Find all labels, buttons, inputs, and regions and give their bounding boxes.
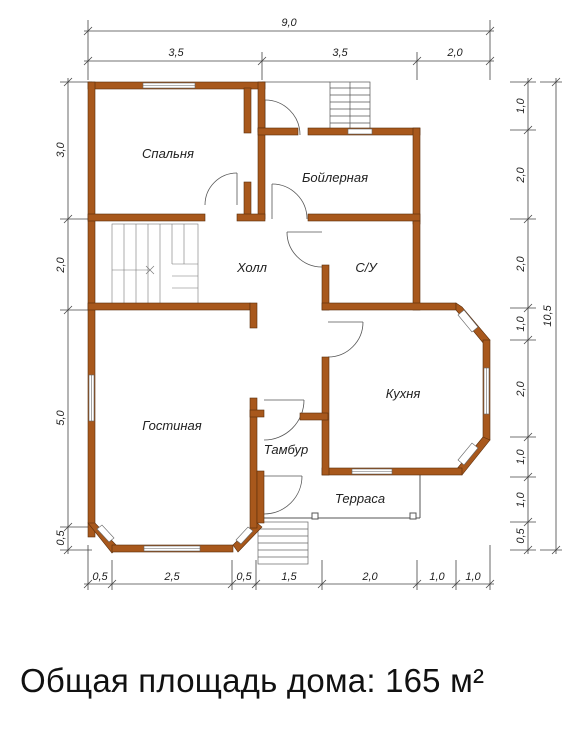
- terrace-outline: [264, 474, 421, 520]
- dim-right-2: 2,0: [515, 166, 527, 183]
- room-label-kitchen: Кухня: [386, 386, 421, 401]
- dim-left-3: 5,0: [55, 409, 67, 425]
- dim-bottom-3: 0,5: [236, 571, 252, 583]
- windows: [88, 82, 490, 552]
- stairs-interior: [111, 223, 199, 305]
- dim-bottom-6: 1,0: [429, 571, 445, 583]
- dim-right-8: 0,5: [515, 527, 527, 543]
- dim-bottom-7: 1,0: [465, 571, 481, 583]
- dim-bottom-5: 2,0: [361, 571, 378, 583]
- dim-top-1: 3,5: [168, 47, 184, 59]
- door-swings: [204, 99, 364, 515]
- dim-bottom-2: 2,5: [163, 571, 180, 583]
- dimension-labels: 9,0 3,5 3,5 2,0 0,5 2,5 0,5 1,5 2,0 1,0 …: [55, 17, 554, 583]
- dim-right-7: 1,0: [515, 491, 527, 507]
- dim-top-3: 2,0: [446, 47, 463, 59]
- dim-top-total: 9,0: [281, 17, 297, 29]
- dim-right-6: 1,0: [515, 448, 527, 464]
- dim-bottom-4: 1,5: [281, 571, 297, 583]
- dim-left-2: 2,0: [55, 256, 67, 273]
- area-caption: Общая площадь дома: 165 м²: [20, 662, 485, 699]
- room-label-living: Гостиная: [142, 418, 202, 433]
- dim-right-1: 1,0: [515, 97, 527, 113]
- room-label-terrace: Терраса: [335, 491, 385, 506]
- dim-bottom-1: 0,5: [92, 571, 108, 583]
- room-label-wc: С/У: [355, 260, 378, 275]
- room-label-vestibule: Тамбур: [264, 442, 309, 457]
- dim-right-total: 10,5: [542, 304, 554, 326]
- room-label-boiler: Бойлерная: [302, 170, 368, 185]
- entrance-steps: [257, 521, 309, 565]
- dim-left-4: 0,5: [55, 529, 67, 545]
- dim-left-1: 3,0: [55, 141, 67, 157]
- room-labels: Спальня Бойлерная Холл С/У Кухня Гостина…: [142, 146, 420, 506]
- room-label-bedroom: Спальня: [142, 146, 194, 161]
- stairs-top: [262, 81, 371, 133]
- room-label-hall: Холл: [236, 260, 268, 275]
- dim-right-4: 1,0: [515, 315, 527, 331]
- dim-right-5: 2,0: [515, 380, 527, 397]
- dim-top-2: 3,5: [332, 47, 348, 59]
- dim-right-3: 2,0: [515, 255, 527, 272]
- dimension-lines: [60, 20, 562, 590]
- floor-plan: Спальня Бойлерная Холл С/У Кухня Гостина…: [55, 17, 562, 590]
